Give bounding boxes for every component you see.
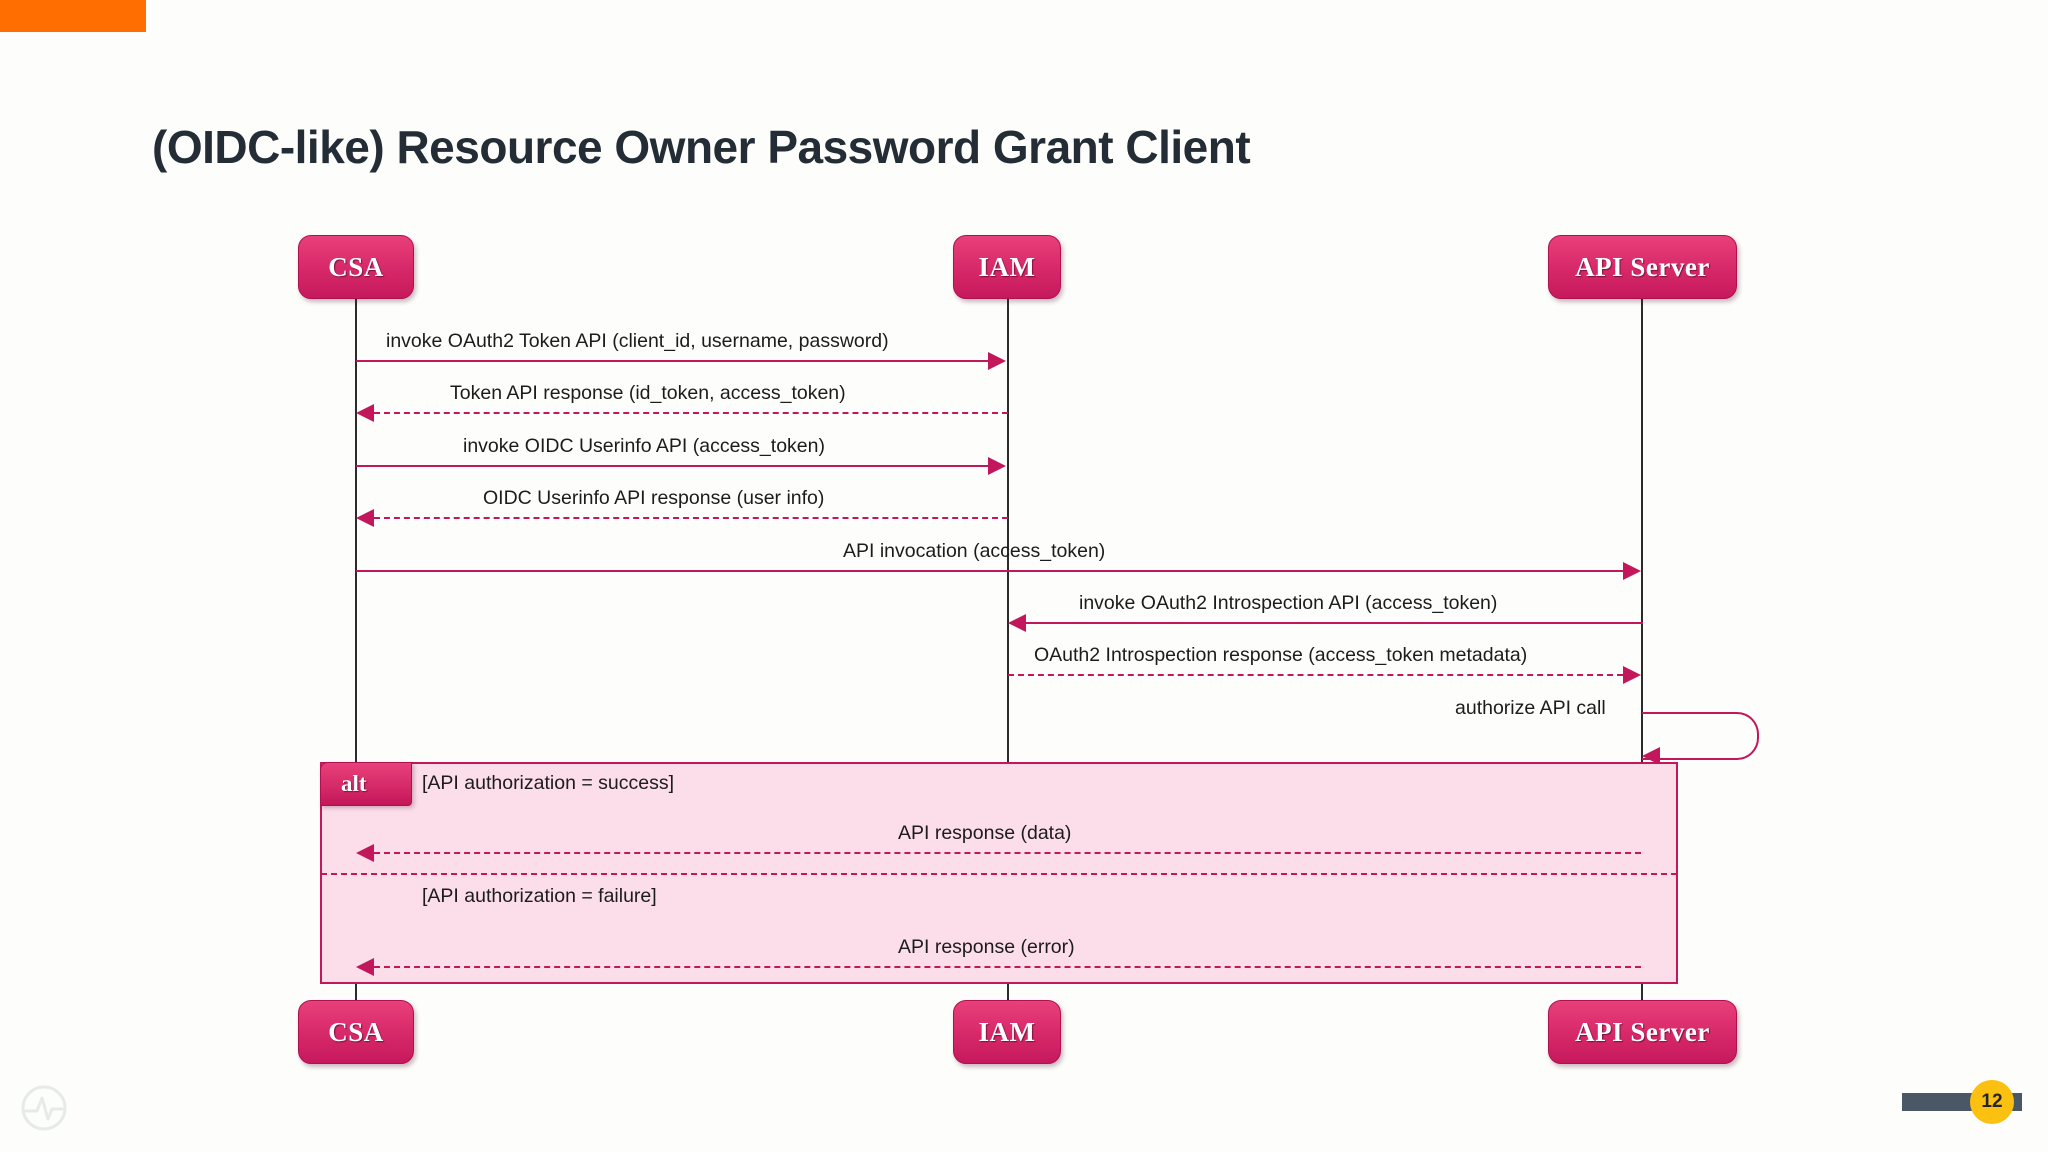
message-arrowhead-3	[988, 457, 1006, 475]
page-number: 12	[1970, 1080, 2014, 1124]
message-arrowhead-2	[356, 404, 374, 422]
message-line-4	[374, 517, 1008, 519]
alt-fragment-operator: alt	[320, 762, 412, 806]
self-message-loop	[1642, 712, 1759, 760]
message-label-4: OIDC Userinfo API response (user info)	[483, 487, 825, 509]
alt-message-label-1: API response (data)	[898, 822, 1072, 844]
message-arrowhead-1	[988, 352, 1006, 370]
participant-label: CSA	[328, 1016, 384, 1047]
alt-message-line-1	[374, 852, 1641, 854]
message-line-7	[1008, 674, 1623, 676]
lifeline-csa	[355, 297, 357, 1014]
participant-label: API Server	[1575, 1016, 1710, 1047]
participant-label: CSA	[328, 251, 384, 282]
page-badge: 12	[1902, 1080, 2022, 1124]
alt-message-arrowhead-2	[356, 958, 374, 976]
lifeline-iam	[1007, 297, 1009, 1014]
message-label-5: API invocation (access_token)	[843, 540, 1106, 562]
message-arrowhead-8	[1642, 747, 1660, 765]
accent-bar	[0, 0, 146, 32]
participant-iam-bottom[interactable]: IAM	[953, 1000, 1061, 1064]
participant-iam-top[interactable]: IAM	[953, 235, 1061, 299]
pulse-circle-logo	[21, 1085, 67, 1131]
message-label-6: invoke OAuth2 Introspection API (access_…	[1079, 592, 1498, 614]
message-label-2: Token API response (id_token, access_tok…	[450, 382, 846, 404]
page-title: (OIDC-like) Resource Owner Password Gran…	[152, 121, 1251, 173]
message-label-3: invoke OIDC Userinfo API (access_token)	[463, 435, 825, 457]
alt-guard-2: [API authorization = failure]	[422, 885, 657, 907]
alt-message-line-2	[374, 966, 1641, 968]
message-label-8: authorize API call	[1455, 697, 1606, 719]
alt-message-label-2: API response (error)	[898, 936, 1075, 958]
message-line-6	[1026, 622, 1643, 624]
alt-operator-label: alt	[341, 771, 367, 796]
message-line-5	[356, 570, 1623, 572]
participant-api-server-bottom[interactable]: API Server	[1548, 1000, 1737, 1064]
message-arrowhead-7	[1623, 666, 1641, 684]
lifeline-api-server	[1641, 297, 1643, 1014]
alt-branch-divider	[321, 873, 1677, 875]
message-line-1	[356, 360, 988, 362]
message-line-3	[356, 465, 988, 467]
participant-label: IAM	[978, 1016, 1036, 1047]
participant-csa-bottom[interactable]: CSA	[298, 1000, 414, 1064]
message-arrowhead-4	[356, 509, 374, 527]
participant-label: API Server	[1575, 251, 1710, 282]
participant-csa-top[interactable]: CSA	[298, 235, 414, 299]
message-label-7: OAuth2 Introspection response (access_to…	[1034, 644, 1528, 666]
message-label-1: invoke OAuth2 Token API (client_id, user…	[386, 330, 889, 352]
participant-label: IAM	[978, 251, 1036, 282]
alt-guard-1: [API authorization = success]	[422, 772, 675, 794]
message-arrowhead-5	[1623, 562, 1641, 580]
message-line-2	[374, 412, 1008, 414]
alt-message-arrowhead-1	[356, 844, 374, 862]
message-arrowhead-6	[1008, 614, 1026, 632]
participant-api-server-top[interactable]: API Server	[1548, 235, 1737, 299]
